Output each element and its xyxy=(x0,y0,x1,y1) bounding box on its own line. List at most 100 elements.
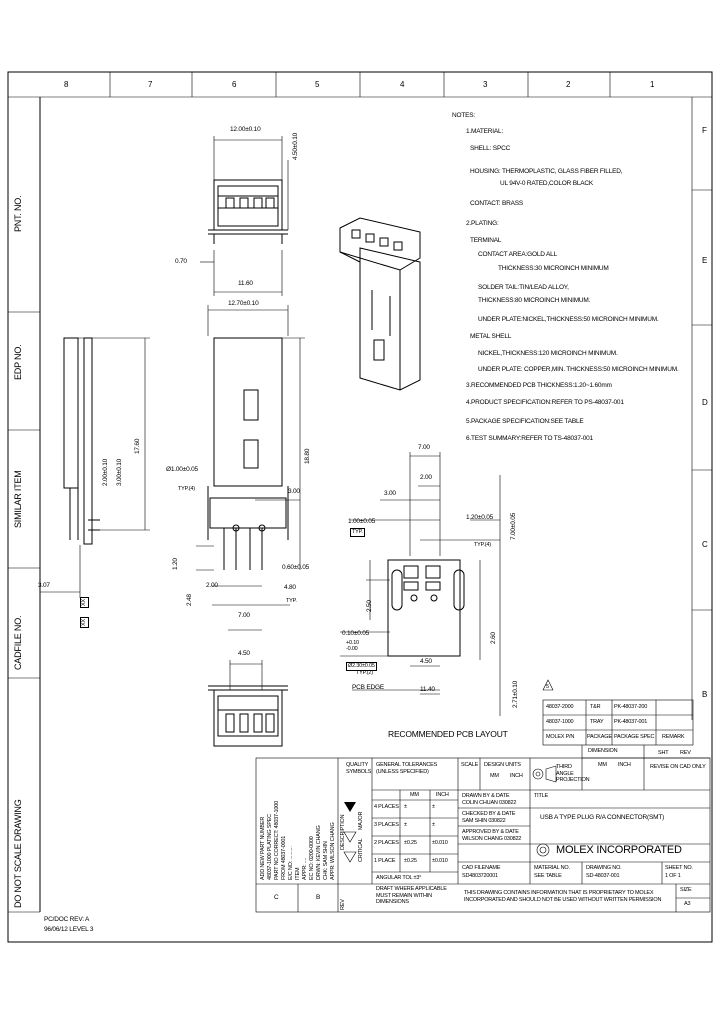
zone-6: 6 xyxy=(232,80,237,89)
tolerance-inch: ±0.010 xyxy=(432,858,448,864)
units-mm: MM xyxy=(490,773,499,779)
pcb-slot-width: 0.10±0.05 xyxy=(342,630,370,637)
dim-tail-height: 1.20 xyxy=(172,558,179,570)
note-line: 4.PRODUCT SPECIFICATION:REFER TO PS-4803… xyxy=(466,399,624,406)
angular-tol: ANGULAR TOL ±3° xyxy=(376,875,422,881)
rev-letter-b: B xyxy=(316,894,321,901)
pcb-datum-a: TYP. xyxy=(350,528,365,537)
dim-tail-total: 2.48 xyxy=(186,594,193,606)
dim-mm: MM xyxy=(598,762,607,768)
revision-line: FROM 48037-0001 xyxy=(281,835,287,880)
revision-line: ITEM xyxy=(295,867,301,880)
note-line: NICKEL,THICKNESS:120 MICROINCH MINIMUM. xyxy=(478,350,618,357)
pkg-h-spec: PACKAGE SPEC xyxy=(614,734,655,740)
tolerance-inch: ±0.010 xyxy=(432,840,448,846)
proprietary-note: THIS DRAWING CONTAINS INFORMATION THAT I… xyxy=(464,890,662,903)
tolerance-mm: ±0.25 xyxy=(404,858,417,864)
note-line: 6.TEST SUMMARY:REFER TO TS-48037-001 xyxy=(466,435,593,442)
tolerance-label: 2 PLACES xyxy=(374,840,399,846)
pcb-hole-span: 7.00±0.05 xyxy=(510,512,517,540)
zone-1: 1 xyxy=(650,80,655,89)
major-label: MAJOR xyxy=(358,811,364,830)
drawing-no-label: DRAWING NO. xyxy=(586,865,622,871)
dim-front-pitch: 4.50 xyxy=(238,650,250,657)
tolerance-mm: ±0.25 xyxy=(404,840,417,846)
dim-lip: 0.70 xyxy=(175,258,187,265)
dim-inner-width: 11.60 xyxy=(238,280,253,287)
datum-box-2: XX xyxy=(80,597,89,608)
pcb-edge-offset: 2.71±0.10 xyxy=(512,680,519,708)
revise-on-cad: REVISE ON CAD ONLY xyxy=(650,764,706,770)
zone-4: 4 xyxy=(400,80,405,89)
pkg-r1-spec: PK-48037-200 xyxy=(614,704,648,710)
sheet-label: SHT xyxy=(658,750,669,756)
dim-tail-width: 0.60±0.05 xyxy=(282,564,310,571)
pcb-pad-pitch: 2.00 xyxy=(420,474,432,481)
note-line: CONTACT: BRASS xyxy=(470,200,524,207)
draft-note: DRAFT WHERE APPLICABLE MUST REMAIN WITHI… xyxy=(376,886,447,905)
dim-height-top: 4.50±0.10 xyxy=(292,132,299,160)
dim-body-length: 17.60 xyxy=(134,438,141,454)
notes-heading: NOTES: xyxy=(452,112,475,119)
tolerance-label: 1 PLACE xyxy=(374,858,396,864)
note-line: UNDER PLATE: COPPER,MIN. THICKNESS:50 MI… xyxy=(478,366,679,373)
pcb-total-span: 11.40 xyxy=(420,686,435,693)
pcb-typ-4: TYP.(4) xyxy=(474,542,491,548)
revision-line: ADD NEW PART NUMBER xyxy=(260,816,266,880)
do-not-scale-label: DO NOT SCALE DRAWING xyxy=(13,799,23,908)
note-line: 2.PLATING: xyxy=(466,220,499,227)
rev-column: REV xyxy=(340,899,346,910)
pcb-tol-plus: +0.10 xyxy=(346,640,359,646)
pkg-h-pack: PACKAGE xyxy=(587,734,612,740)
pkg-r2-pack: TRAY xyxy=(590,719,604,725)
pkg-r1-pack: T&R xyxy=(590,704,601,710)
approved-by-name: WILSON CHANG 030822 xyxy=(462,836,522,842)
pcb-width: 7.00 xyxy=(418,444,430,451)
pcb-slot-offset: 2.60 xyxy=(490,632,497,644)
revision-line: PART NO CORRECT: 48037-1000 xyxy=(274,801,280,880)
note-line: CONTACT AREA:GOLD ALL xyxy=(478,251,558,258)
critical-label: CRITICAL xyxy=(358,838,364,862)
pcb-slot-len: 2.50 xyxy=(366,600,373,612)
sheet-no-value: 1 OF 1 xyxy=(665,873,681,879)
tolerance-mm: ± xyxy=(404,822,407,828)
sheet-no-label: SHEET NO. xyxy=(665,865,693,871)
drawn-by-label: DRAWN BY & DATE xyxy=(462,793,510,799)
zone-5: 5 xyxy=(315,80,320,89)
drawn-by-name: COLIN CHUAN 030822 xyxy=(462,800,517,806)
zone-C: C xyxy=(702,540,708,549)
zone-D: D xyxy=(702,398,708,407)
checked-by-name: SAM SHIN 030822 xyxy=(462,818,506,824)
dim-outer-width: 12.70±0.10 xyxy=(228,300,259,307)
description-column: DESCRIPTION xyxy=(340,814,346,850)
pkg-r2-spec: PK-48037-001 xyxy=(614,719,648,725)
note-line: TERMINAL xyxy=(470,237,502,244)
pcb-tol-minus: -0.00 xyxy=(346,646,358,652)
material-no-label: MATERIAL NO. xyxy=(534,865,570,871)
zone-F: F xyxy=(702,126,707,135)
pcb-slot-pitch: 4.50 xyxy=(420,658,432,665)
cad-filename-value: SD4803720001 xyxy=(462,873,498,879)
title-label: TITLE xyxy=(534,793,548,799)
pkg-h-remark: REMARK xyxy=(662,734,685,740)
drawing-title: USB A TYPE PLUG R/A CONNECTOR(SMT) xyxy=(540,814,665,821)
tolerance-mm: ± xyxy=(404,804,407,810)
cad-date: 96/06/12 LEVEL 3 xyxy=(44,926,94,933)
datum-box-1: XX xyxy=(80,617,89,628)
pkg-r2-pn: 48037-1000 xyxy=(546,719,574,725)
pcb-edge-label: PCB EDGE xyxy=(352,684,384,691)
pkg-note-flag: 5 xyxy=(546,684,549,690)
note-line: THICKNESS:80 MICROINCH MINIMUM. xyxy=(478,297,591,304)
note-line: 5.PACKAGE SPECIFICATION:SEE TABLE xyxy=(466,418,584,425)
tol-inch: INCH xyxy=(436,792,449,798)
dim-peg-dia: Ø1.00±0.05 xyxy=(166,466,198,473)
dim-typ: TYP. xyxy=(286,598,297,604)
pcb-hole-pitch: 3.00 xyxy=(384,490,396,497)
dim-offset: 3.07 xyxy=(38,582,50,589)
revision-line: E/C NO: .......... xyxy=(288,846,294,880)
tolerance-inch: ± xyxy=(432,822,435,828)
zone-7: 7 xyxy=(148,80,153,89)
scale-label: SCALE xyxy=(461,762,479,768)
note-line: 3.RECOMMENDED PCB THICKNESS:1.20~1.60mm xyxy=(466,382,612,389)
units-inch: INCH xyxy=(510,773,523,779)
